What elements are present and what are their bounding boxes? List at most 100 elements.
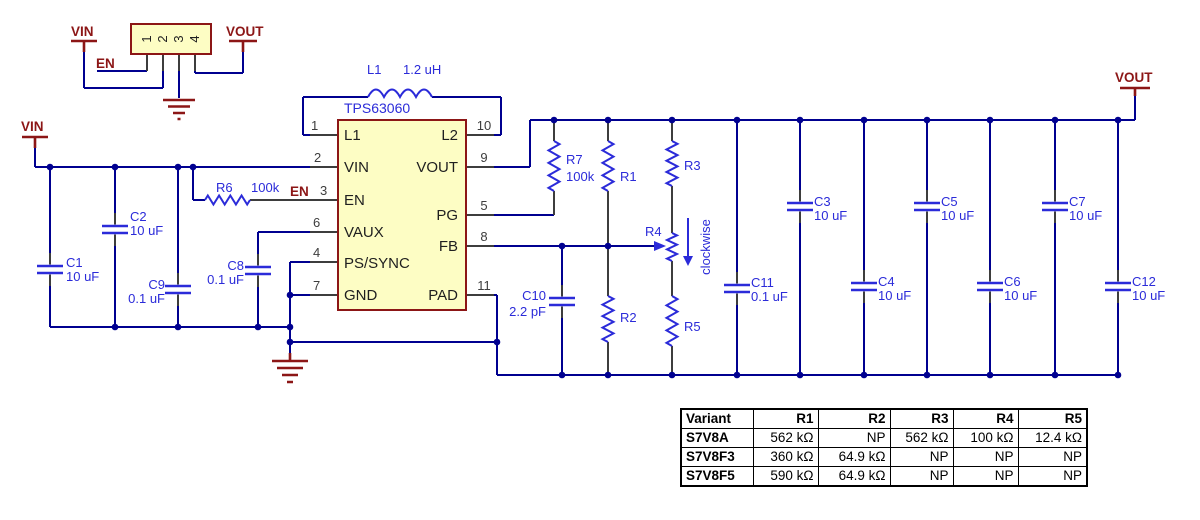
pin-number-1: 1 <box>311 118 318 133</box>
main-ground <box>272 353 308 384</box>
pin-number-6: 6 <box>313 215 320 230</box>
vout-label: VOUT <box>1115 70 1153 85</box>
connector-en-label: EN <box>96 56 115 71</box>
table-row: S7V8F5 590 kΩ 64.9 kΩ NP NP NP <box>680 466 1088 487</box>
c8-value: 0.1 uF <box>207 272 244 287</box>
r3-value: NP <box>889 466 954 487</box>
junction-dot <box>604 116 612 124</box>
pin-name-vout: VOUT <box>416 159 458 176</box>
pin-number-9: 9 <box>480 150 487 165</box>
variant-name: S7V8F5 <box>680 466 754 487</box>
potentiometer-r4-icon <box>664 232 680 262</box>
variant-name: S7V8A <box>680 428 754 448</box>
r1-ref: R1 <box>620 169 637 184</box>
junction-dot <box>558 242 566 250</box>
inductor-l1: L1 1.2 uH <box>367 62 441 100</box>
resistor-r3-icon <box>664 140 680 187</box>
connector-pin-1: 1 <box>139 35 154 42</box>
c6-value: 10 uF <box>1004 288 1037 303</box>
junction-dot <box>111 323 119 331</box>
pin-number-10: 10 <box>477 118 491 133</box>
junction-dot <box>558 371 566 379</box>
pin-name-en: EN <box>344 192 365 209</box>
c9-value: 0.1 uF <box>128 291 165 306</box>
c5-value: 10 uF <box>941 208 974 223</box>
c10-ref: C10 <box>522 288 546 303</box>
pin-name-pad: PAD <box>428 287 458 304</box>
junction-dot <box>986 371 994 379</box>
col-header-r4: R4 <box>952 408 1019 429</box>
junction-dot <box>254 323 262 331</box>
junction-dot <box>733 371 741 379</box>
l1-ref: L1 <box>367 62 381 77</box>
junction-dot <box>604 371 612 379</box>
r5-ref: R5 <box>684 319 701 334</box>
vin-label: VIN <box>21 119 44 134</box>
c4-value: 10 uF <box>878 288 911 303</box>
junction-dot <box>796 116 804 124</box>
table-row: S7V8A 562 kΩ NP 562 kΩ 100 kΩ 12.4 kΩ <box>680 428 1088 448</box>
junction-dot <box>1114 116 1122 124</box>
capacitor-icon <box>851 120 877 375</box>
variant-table: Variant R1 R2 R3 R4 R5 S7V8A 562 kΩ NP 5… <box>680 408 1088 487</box>
pin-name-vin: VIN <box>344 159 369 176</box>
c4-ref: C4 <box>878 274 895 289</box>
en-net-label: EN <box>290 184 309 199</box>
junction-dot <box>550 116 558 124</box>
pin-number-2: 2 <box>314 150 321 165</box>
supply-bar-icon <box>22 135 48 148</box>
pin-name-fb: FB <box>439 238 458 255</box>
ground-icon <box>272 353 308 384</box>
r2-value: 64.9 kΩ <box>817 466 891 487</box>
capacitor-icon <box>37 167 63 327</box>
resistor-r2-icon <box>600 295 616 343</box>
inductor-coil-icon <box>367 88 433 100</box>
col-header-variant: Variant <box>680 408 754 429</box>
c12-value: 10 uF <box>1132 288 1165 303</box>
junction-dot <box>923 116 931 124</box>
wires <box>34 52 1136 376</box>
c3-ref: C3 <box>814 194 831 209</box>
r5-value: NP <box>1017 447 1088 467</box>
c12-ref: C12 <box>1132 274 1156 289</box>
c11-value: 0.1 uF <box>751 289 788 304</box>
pin-stubs <box>146 54 673 374</box>
pin-name-gnd: GND <box>344 287 378 304</box>
table-header-row: Variant R1 R2 R3 R4 R5 <box>680 408 1088 429</box>
c9-ref: C9 <box>148 277 165 292</box>
vout-net: VOUT <box>1115 70 1153 96</box>
r2-value: 64.9 kΩ <box>817 447 891 467</box>
col-header-r5: R5 <box>1017 408 1088 429</box>
pin-name-l2: L2 <box>441 127 458 144</box>
ic-tps63060: TPS63060 L1 VIN EN VAUX PS/SYNC GND L2 V… <box>290 100 491 311</box>
pin-number-8: 8 <box>480 229 487 244</box>
supply-bar-icon <box>1120 86 1150 96</box>
ground-icon <box>163 98 195 121</box>
capacitor-icon <box>1042 120 1068 375</box>
resistor-r1-icon <box>600 140 616 192</box>
pin-number-5: 5 <box>480 198 487 213</box>
junction-dot <box>733 116 741 124</box>
c2-value: 10 uF <box>130 223 163 238</box>
junction-dot <box>860 371 868 379</box>
capacitor-icon <box>165 167 191 327</box>
c10-value: 2.2 pF <box>509 304 546 319</box>
c11-ref: C11 <box>751 275 774 290</box>
junction-dot <box>796 371 804 379</box>
connector-pin-2: 2 <box>155 35 170 42</box>
c7-ref: C7 <box>1069 194 1086 209</box>
capacitor-icon <box>724 120 750 375</box>
junction-dots <box>46 116 1122 379</box>
col-header-r2: R2 <box>817 408 891 429</box>
pin-name-ps-sync: PS/SYNC <box>344 255 410 272</box>
r4-value: NP <box>952 466 1019 487</box>
junction-dot <box>493 338 501 346</box>
junction-dot <box>604 242 612 250</box>
pin-number-3: 3 <box>320 183 327 198</box>
supply-bar-icon <box>71 39 257 52</box>
connector-vin-label: VIN <box>71 24 94 39</box>
capacitors <box>37 120 1131 375</box>
junction-dot <box>174 163 182 171</box>
